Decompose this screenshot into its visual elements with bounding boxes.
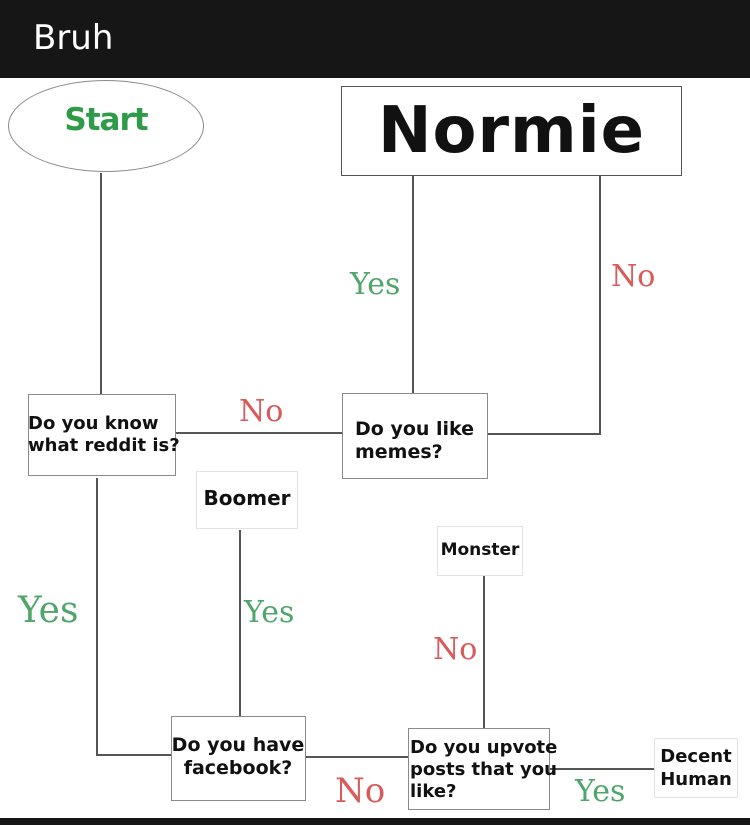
bottom-bar bbox=[0, 818, 750, 825]
monster-node bbox=[437, 526, 523, 576]
facebook-yes-label: Yes bbox=[244, 595, 295, 630]
flowchart: Start Normie Do you know what reddit is?… bbox=[0, 78, 750, 818]
normie-label: Normie bbox=[377, 94, 646, 168]
connector-start-reddit bbox=[100, 173, 102, 395]
connector-normie-memes bbox=[412, 173, 414, 393]
connector-reddit-yes bbox=[96, 478, 98, 756]
start-node bbox=[8, 80, 204, 172]
facebook-question-node bbox=[171, 716, 306, 801]
decent-human-label: Decent Human bbox=[660, 746, 732, 790]
monster-label: Monster bbox=[440, 540, 520, 560]
connector-no-to-memes bbox=[488, 433, 600, 435]
memes-question-text: Do you like memes? bbox=[355, 418, 475, 463]
boomer-node bbox=[196, 471, 298, 529]
connector-normie-no bbox=[599, 173, 601, 435]
reddit-question-text: Do you know what reddit is? bbox=[28, 413, 180, 456]
upvote-no-label: No bbox=[433, 632, 478, 667]
upvote-question-text: Do you upvote posts that you like? bbox=[410, 737, 558, 802]
connector-yes-to-facebook bbox=[96, 754, 172, 756]
boomer-label: Boomer bbox=[203, 486, 291, 510]
connector-reddit-memes bbox=[176, 432, 343, 434]
decent-human-node bbox=[654, 738, 738, 798]
memes-question-node bbox=[342, 393, 488, 479]
connector-facebook-upvote bbox=[305, 756, 420, 758]
reddit-question-node bbox=[28, 394, 176, 476]
memes-no-label: No bbox=[611, 259, 656, 294]
reddit-yes-label: Yes bbox=[18, 590, 79, 631]
upvote-question-node bbox=[408, 728, 550, 810]
connector-monster-upvote bbox=[483, 574, 485, 728]
app-header: Bruh bbox=[0, 0, 750, 78]
upvote-yes-label: Yes bbox=[575, 774, 626, 809]
connector-boomer-facebook bbox=[239, 530, 241, 716]
connector-upvote-decent bbox=[548, 768, 656, 770]
post-title: Bruh bbox=[33, 18, 114, 58]
start-label: Start bbox=[64, 102, 148, 138]
facebook-no-label: No bbox=[335, 771, 386, 811]
reddit-no-label: No bbox=[239, 394, 284, 429]
facebook-question-text: Do you have facebook? bbox=[171, 734, 305, 779]
memes-yes-label: Yes bbox=[350, 267, 401, 302]
normie-node bbox=[341, 86, 682, 176]
